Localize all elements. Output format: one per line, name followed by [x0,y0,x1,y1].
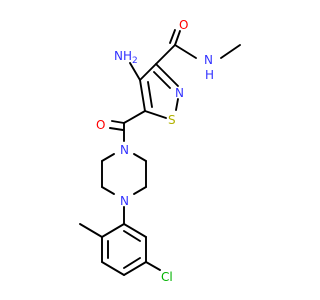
sulfur-label: S [168,113,176,127]
bond-ar-c4-c5-inner [123,257,141,269]
chlorine-label: Cl [161,270,173,284]
bond-n-methyl [220,44,241,59]
bond-pip-c3-n4 [101,186,115,195]
bond-pip-c6-n1 [133,153,147,162]
bond-n-c3-double [153,71,171,89]
bond-ar-c3-c4 [101,261,125,276]
bond-n-c3 [155,63,179,87]
bond-ar-c6-c1 [123,223,147,238]
bond-ar-c4-c5 [123,261,147,276]
bond-c3-camide [155,44,176,65]
bond-ar-c1-c2 [101,223,125,238]
bond-camide-o [174,30,181,46]
amide-nitrogen-label: N [204,53,213,67]
bond-layer [79,29,241,276]
bond-cketone-o [111,120,125,124]
bond-c4-c5 [139,79,146,112]
atom-label-layer: NH2 O N H N S O N N Cl [96,18,214,284]
amide-hydrogen-label: H [205,68,214,82]
bond-c5-s [144,110,167,119]
bond-ar-c6-c1-inner [123,230,141,242]
piperazine-n4-label: N [120,194,129,208]
amine-subscript: 2 [132,56,138,66]
bond-c3-c4 [139,63,157,81]
bond-camide-n [174,44,197,59]
molecule-diagram: NH2 O N H N S O N N Cl [79,18,241,284]
piperazine-n1-label: N [120,143,129,157]
amide-oxygen-label: O [179,18,188,32]
bond-c4-c5-double [147,81,153,108]
bond-methyl [79,223,103,238]
bond-pip-n1-c2 [101,153,115,162]
bond-s-n [175,98,179,111]
bond-c4-namine [129,62,141,81]
bond-camide-o-double [169,29,176,44]
amine-label: NH2 [114,49,138,66]
ketone-oxygen-label: O [96,118,105,132]
isothiazole-nitrogen-label: N [175,86,184,100]
bond-pip-n4-c5 [133,186,147,195]
bond-cketone-o-double [109,127,124,131]
amine-n-label: NH [114,49,132,63]
bond-c5-cketone [123,110,146,124]
bond-c-cl [145,261,161,271]
